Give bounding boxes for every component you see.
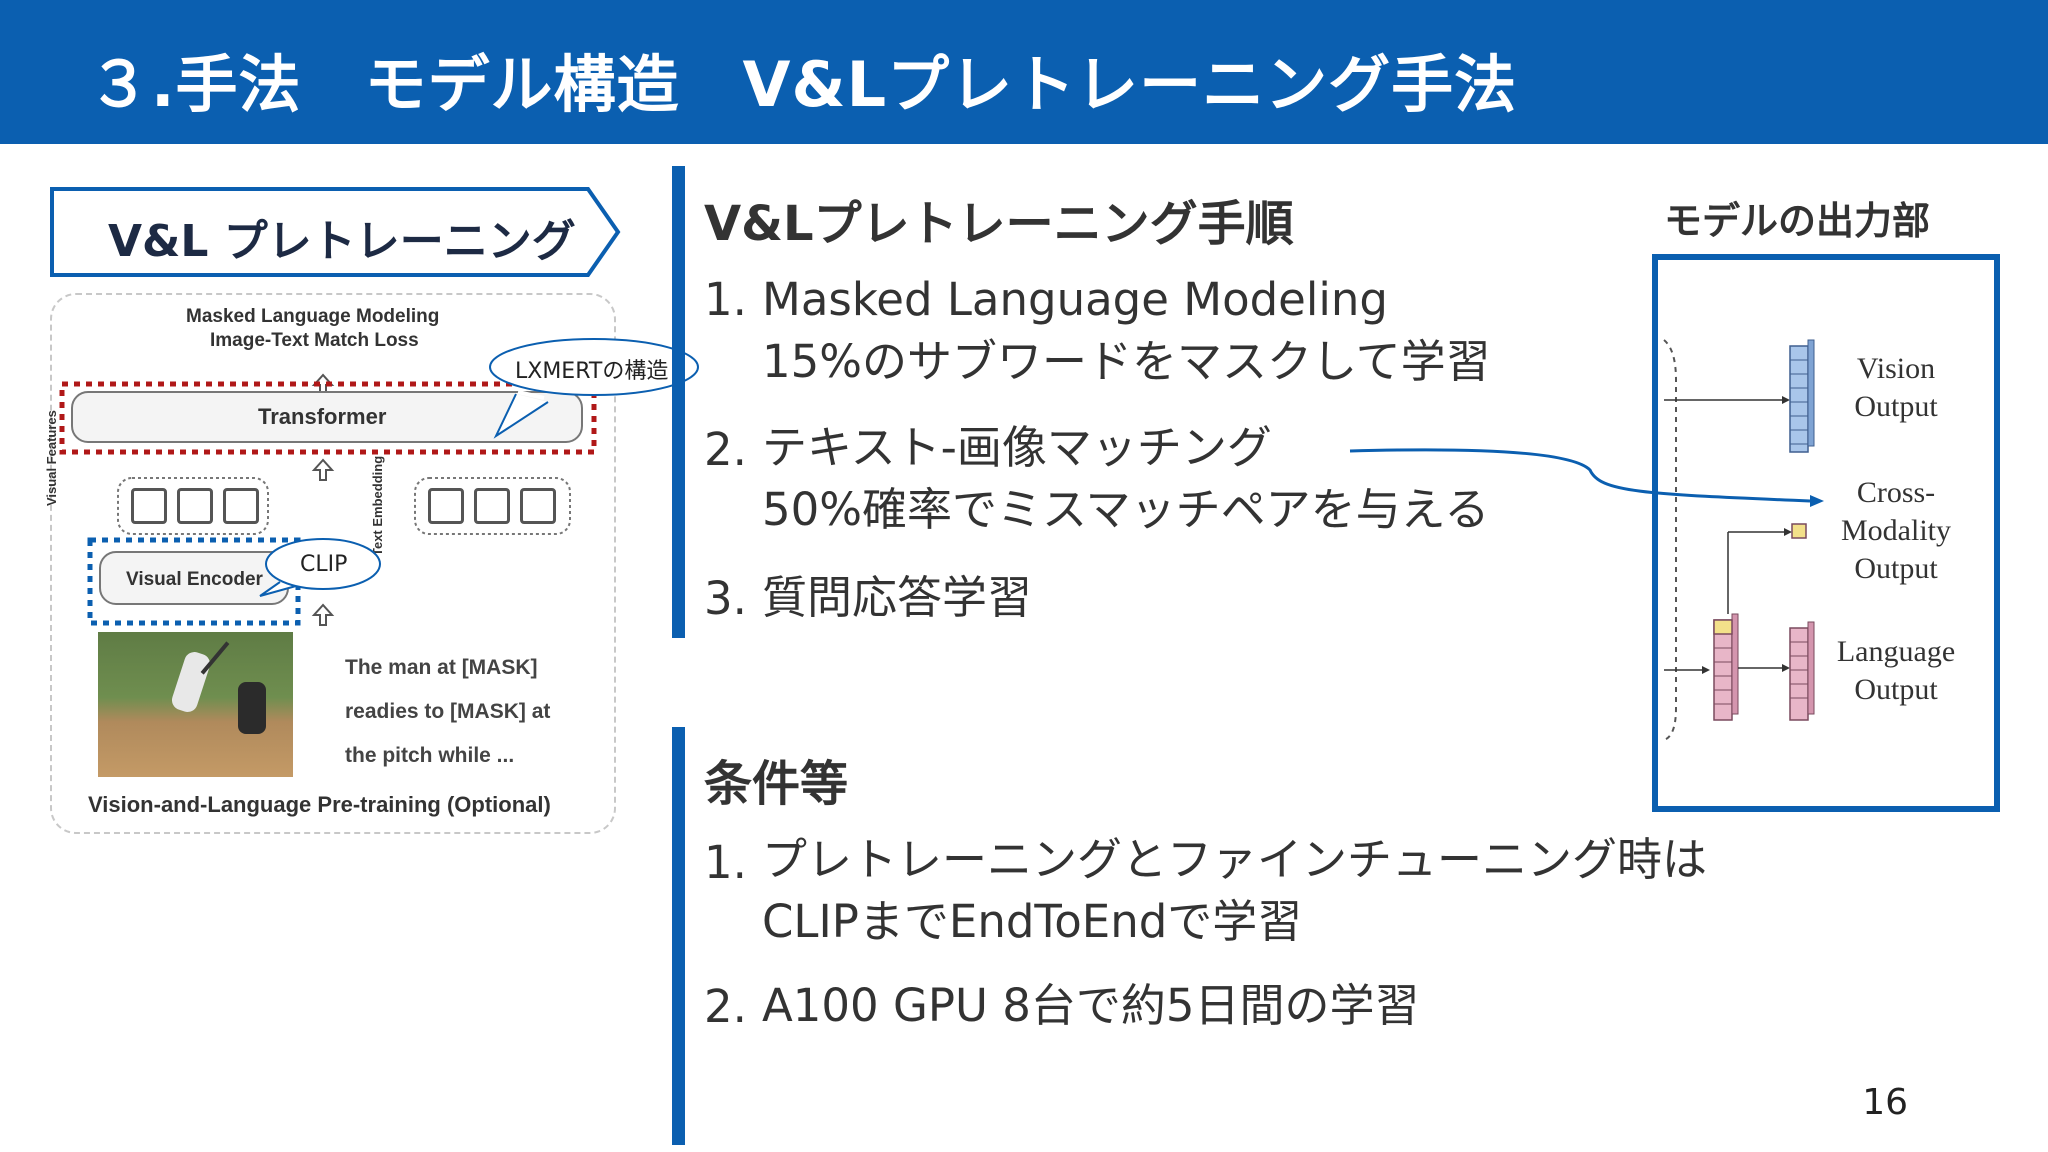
text-token-box (428, 488, 464, 524)
procedure-item-1-line2: 15%のサブワードをマスクして学習 (762, 335, 1491, 388)
language-output-label: Language Output (1836, 635, 1956, 706)
procedure-item-number: 2. (704, 423, 747, 476)
model-output-frame (1652, 254, 2000, 812)
text-token-box (474, 488, 510, 524)
baseball-photo (98, 632, 293, 777)
itm-loss-label: Image-Text Match Loss (210, 330, 419, 351)
figure-shapes (59, 373, 597, 626)
figure-footer: Vision-and-Language Pre-training (Option… (88, 792, 551, 817)
conditions-item-number: 2. (704, 980, 747, 1033)
conditions-item-1-line2: CLIPまでEndToEndで学習 (762, 895, 1303, 948)
slide-title: ３.手法 モデル構造 V&Lプレトレーニング手法 (88, 48, 1518, 121)
callout-clip-shape (259, 538, 381, 597)
page-number: 16 (1862, 1082, 1908, 1123)
procedure-item-1-line1: Masked Language Modeling (762, 273, 1388, 326)
banner-label: V&L プレトレーニング (108, 216, 576, 267)
matching-arrow (1349, 448, 1824, 507)
conditions-heading: 条件等 (704, 756, 849, 812)
text-token-box (520, 488, 556, 524)
vision-output-label: Vision Output (1854, 352, 1938, 423)
callout-lxmert: LXMERTの構造 (515, 359, 669, 384)
section-bar-conditions (672, 727, 685, 1145)
transformer-label: Transformer (258, 404, 387, 429)
conditions-item-2-line1: A100 GPU 8台で約5日間の学習 (762, 979, 1420, 1032)
conditions-item-1-line1: プレトレーニングとファインチューニング時は (762, 833, 1708, 886)
visual-features-label: Visual Features (44, 410, 59, 506)
visual-encoder-label: Visual Encoder (126, 569, 263, 590)
visual-token-box (131, 488, 167, 524)
callout-lxmert-shape (489, 338, 699, 439)
visual-token-box (223, 488, 259, 524)
title-bar: ３.手法 モデル構造 V&Lプレトレーニング手法 (0, 0, 2048, 144)
procedure-item-2-line1: テキスト-画像マッチング (762, 421, 1272, 474)
banner-arrow-shape (50, 187, 621, 277)
section-bar-procedure (672, 166, 685, 638)
conditions-item-number: 1. (704, 836, 747, 889)
model-output-heading: モデルの出力部 (1664, 199, 1931, 243)
mlm-loss-label: Masked Language Modeling (186, 306, 440, 327)
visual-token-box (177, 488, 213, 524)
procedure-item-number: 3. (704, 572, 747, 625)
lxmert-figure (50, 293, 616, 834)
procedure-item-number: 1. (704, 273, 747, 326)
caption-text: The man at [MASK] readies to [MASK] at t… (345, 656, 551, 767)
cross-modality-output-label: Cross- Modality Output (1841, 476, 1951, 585)
model-output-diagram (1663, 339, 1815, 741)
callout-clip: CLIP (300, 552, 348, 577)
procedure-heading: V&Lプレトレーニング手順 (704, 196, 1294, 252)
procedure-item-3-line1: 質問応答学習 (762, 571, 1033, 624)
procedure-item-2-line2: 50%確率でミスマッチペアを与える (762, 483, 1490, 536)
